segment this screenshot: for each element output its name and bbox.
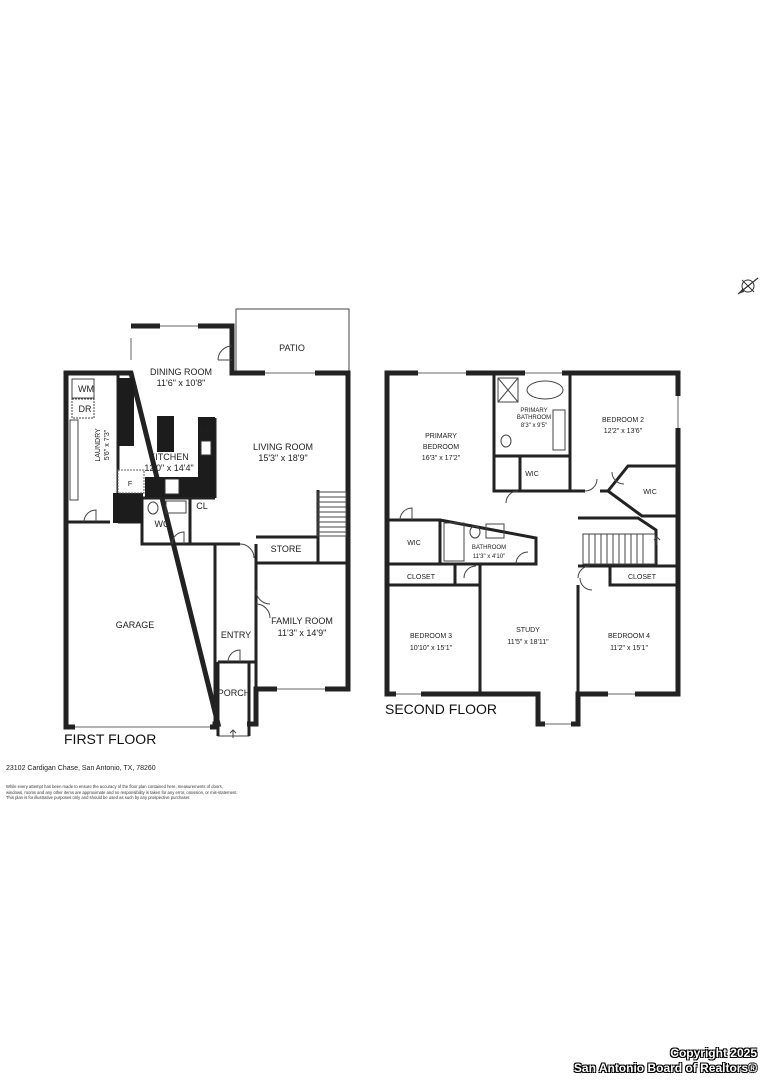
kitchen-counter-left <box>118 378 134 446</box>
study-door <box>577 565 591 579</box>
bathtub-icon <box>526 380 564 400</box>
tub-icon <box>443 522 465 562</box>
dr-label: DR <box>79 404 92 414</box>
first-floor-outer-wall <box>63 323 351 730</box>
toilet-icon <box>147 501 159 515</box>
kitchen-pantry-block <box>113 493 143 523</box>
second-floor-outer-wall <box>384 370 681 727</box>
second-floor-title: SECOND FLOOR <box>385 701 497 717</box>
sink-icon <box>200 440 212 456</box>
laundry-shelf <box>69 419 79 501</box>
fridge-space <box>117 469 145 494</box>
north-arrow-icon <box>737 277 759 295</box>
wm-label: WM <box>78 384 94 394</box>
closet-a-label: CLOSET <box>407 574 436 581</box>
closet-door <box>463 565 477 579</box>
bathroom-dims: 11'3" x 4'10" <box>473 554 505 560</box>
bedroom2-label: BEDROOM 2 <box>602 417 644 424</box>
entry-label: ENTRY <box>221 630 251 640</box>
toilet-icon <box>469 525 481 539</box>
wic-b-label: WIC <box>407 540 421 547</box>
primary-bedroom-label: PRIMARY <box>425 433 457 440</box>
bedroom3-label: BEDROOM 3 <box>410 633 452 640</box>
bathroom-label: BATHROOM <box>472 545 506 551</box>
second-floor-interior-walls <box>387 373 678 694</box>
first-floor-plan <box>63 308 351 738</box>
kitchen-dims: 12'0" x 14'4" <box>144 463 193 473</box>
disclaimer-line: While every attempt has been made to ens… <box>6 784 223 789</box>
bedroom2-dims: 12'2" x 13'6" <box>604 428 643 435</box>
shower-icon <box>497 377 519 403</box>
disclaimer-line: This plan is for illustrative purposes o… <box>6 795 191 801</box>
wic-a-label: WIC <box>525 471 539 478</box>
primary-bathroom-dims: 8'3" x 9'5" <box>521 423 547 429</box>
wc-door <box>171 531 185 545</box>
garage-label: GARAGE <box>116 620 155 630</box>
closet-b-label: CLOSET <box>628 574 657 581</box>
wic-door <box>399 507 413 521</box>
dw-label: DW <box>200 427 212 434</box>
porch-wall <box>216 662 251 736</box>
garage-door-swing <box>83 509 97 523</box>
first-floor-title: FIRST FLOOR <box>64 731 156 747</box>
study-label: STUDY <box>516 627 540 634</box>
toilet-icon <box>500 434 512 448</box>
bath-sink-icon <box>485 523 505 539</box>
entry-door <box>227 649 241 663</box>
dining-room-dims: 11'6" x 10'8" <box>157 378 206 388</box>
study-dims: 11'5" x 18'11" <box>507 639 549 646</box>
primary-bedroom-label-2: BEDROOM <box>423 444 459 451</box>
dining-room-label: DINING ROOM <box>150 367 212 377</box>
bedroom4-door <box>579 577 593 591</box>
copyright-line: Copyright 2025 <box>670 1046 757 1060</box>
stairs-first <box>317 491 347 537</box>
wic-c-door <box>611 471 625 485</box>
cooktop-icon <box>164 478 180 495</box>
kitchen-label: KITCHEN <box>149 452 189 462</box>
primary-bedroom-dims: 16'3" x 17'2" <box>422 455 461 462</box>
entry-arrow-icon <box>229 729 237 738</box>
patio-area <box>235 308 350 374</box>
porch-outline <box>217 661 250 737</box>
primary-bath-door <box>505 490 519 504</box>
family-room-dims: 11'3" x 14'9" <box>278 628 327 638</box>
living-room-dims: 15'3" x 18'9" <box>258 453 307 463</box>
laundry-label: LAUNDRY <box>95 428 102 462</box>
wc-label: WC <box>155 519 170 529</box>
laundry-dims: 5'6" x 7'3" <box>104 429 111 460</box>
bedroom3-dims: 10'10" x 15'1" <box>410 645 453 652</box>
primary-bathroom-label: PRIMARY <box>520 408 547 414</box>
primary-bathroom-label-2: BATHROOM <box>517 415 551 421</box>
bath-door <box>515 551 529 565</box>
dryer-icon <box>71 398 95 419</box>
copyright-watermark: Copyright 2025 San Antonio Board of Real… <box>574 1046 757 1076</box>
bedroom2-door <box>584 478 598 492</box>
disclaimer: While every attempt has been made to ens… <box>6 784 316 801</box>
porch-label: PORCH <box>218 688 251 698</box>
stairs-second <box>582 533 661 565</box>
disclaimer-line: windows, rooms and any other items are a… <box>6 789 238 795</box>
second-floor-plan <box>384 370 681 727</box>
store-label: STORE <box>271 544 302 554</box>
kitchen-island <box>157 416 174 452</box>
washer-icon <box>71 378 95 399</box>
cl-label: CL <box>196 501 208 511</box>
vanity-icon <box>552 409 566 451</box>
wic-c-label: WIC <box>643 489 657 496</box>
kitchen-counter-bottom <box>145 477 215 497</box>
wc-sink-icon <box>165 500 187 514</box>
bedroom4-label: BEDROOM 4 <box>608 633 650 640</box>
family-room-door <box>255 589 271 619</box>
patio-door <box>217 345 233 361</box>
patio-label: PATIO <box>279 343 305 353</box>
kitchen-counter-right <box>198 417 215 496</box>
copyright-owner: San Antonio Board of Realtors® <box>573 1061 757 1075</box>
living-room-label: LIVING ROOM <box>253 442 313 452</box>
property-address: 23102 Cardigan Chase, San Antonio, TX, 7… <box>6 765 156 772</box>
fridge-label: F <box>128 481 132 488</box>
bedroom4-dims: 11'2" x 15'1" <box>610 645 648 652</box>
family-room-label: FAMILY ROOM <box>271 616 333 626</box>
store-door <box>239 543 255 559</box>
